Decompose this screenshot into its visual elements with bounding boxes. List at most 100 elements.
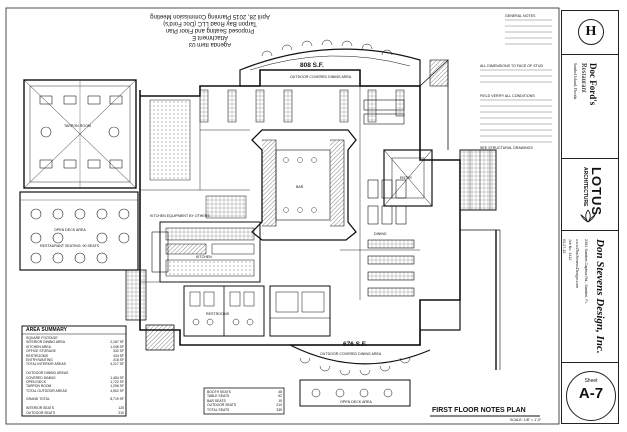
sheet-label: Sheet bbox=[584, 378, 598, 384]
outdoor-covered-dining-bottom bbox=[289, 300, 461, 407]
summary-row: TOTAL SEATS 335 bbox=[207, 408, 282, 412]
seal-cell: H bbox=[562, 11, 618, 55]
summary-label: RESTROOMS bbox=[26, 353, 48, 358]
designer-name: Don Stevens Design, Inc. bbox=[594, 239, 606, 354]
summary-label: TABLE SEATS bbox=[207, 394, 230, 399]
summary-value: 434 SF bbox=[113, 353, 124, 358]
outdoor-covered-dining-top bbox=[199, 39, 421, 123]
open-deck-label-2: OPEN DECK AREA bbox=[340, 400, 372, 404]
entry-atrium bbox=[383, 149, 433, 207]
tarpon-room-label: TARPON ROOM bbox=[64, 124, 91, 128]
summary-row: INTERIOR DINING AREA 2,187 SF bbox=[26, 340, 124, 344]
summary-value: 1,722 SF bbox=[110, 379, 124, 384]
summary-row: RESTROOMS 434 SF bbox=[26, 354, 124, 358]
sheet-number: A-7 bbox=[578, 385, 604, 402]
summary-label: GRAND TOTAL bbox=[26, 397, 50, 402]
summary-value: 8,719 SF bbox=[110, 397, 124, 402]
summary-label: COVERED DINING bbox=[26, 375, 56, 380]
summary-row: TOTAL OUTDOOR AREAS 4,502 SF bbox=[26, 389, 124, 393]
summary-value: 1,484 SF bbox=[110, 375, 124, 380]
summary-label: INTERIOR DINING AREA bbox=[26, 340, 65, 345]
area-summary-title: AREA SUMMARY bbox=[26, 327, 68, 333]
summary-value: 125 bbox=[118, 406, 124, 411]
designer-cell: Don Stevens Design, Inc. 2281 Sanibel-Ca… bbox=[562, 231, 618, 363]
project-type: Restaurant bbox=[580, 63, 588, 93]
job-number: Job No. 1412 bbox=[568, 239, 572, 261]
summary-row: TABLE SEATS 62 bbox=[207, 394, 282, 398]
summary-label: OUTDOOR SEATS bbox=[207, 403, 237, 408]
summary-value: 210 bbox=[118, 410, 124, 415]
sheet-title: FIRST FLOOR NOTES PLAN bbox=[432, 407, 526, 414]
designer-address: 2281 Sanibel-Captiva Rd., Sanibel, FL bbox=[584, 239, 588, 304]
sheet-scale: SCALE: 1/8" = 1'-0" bbox=[510, 418, 542, 422]
summary-value: 1,046 SF bbox=[110, 344, 124, 349]
title-block: H Doc Ford's Restaurant Sanibel Island, … bbox=[561, 10, 619, 424]
summary-label: TARPON ROOM bbox=[26, 384, 52, 389]
summary-row: OFFICE STORAGE 332 SF bbox=[26, 349, 124, 353]
summary-label: SQUARE FOOTAGE bbox=[26, 336, 58, 340]
dining-label: DINING bbox=[374, 232, 387, 236]
note-5: KITCHEN EQUIPMENT BY OTHERS bbox=[150, 214, 210, 218]
entry-label: ENTRY bbox=[400, 176, 413, 180]
outdoor-bottom-label: OUTDOOR COVERED DINING AREA bbox=[320, 352, 382, 356]
summary-value: 15 bbox=[278, 398, 282, 403]
firm-sub: ARCHITECTURE bbox=[582, 167, 588, 207]
summary-row: OUTDOOR SEATS 210 bbox=[26, 411, 124, 415]
left-ramp bbox=[125, 269, 175, 351]
open-deck-left bbox=[19, 191, 139, 271]
summary-value: 332 SF bbox=[113, 349, 124, 354]
restrooms bbox=[183, 285, 331, 337]
summary-value: 48 bbox=[278, 390, 282, 394]
summary-label: INTERIOR SEATS bbox=[26, 406, 55, 411]
sheet-date: 03-27-15 bbox=[562, 239, 566, 254]
summary-label: OPEN DECK bbox=[26, 379, 46, 384]
top-area-label: 808 S.F. bbox=[300, 62, 324, 69]
summary-row: OPEN DECK 1,722 SF bbox=[26, 380, 124, 384]
summary-row: TARPON ROOM 1,296 SF bbox=[26, 384, 124, 388]
bottom-area-label: 676 S.F. bbox=[343, 341, 367, 348]
center-bar bbox=[251, 129, 357, 241]
seating-note: RESTAURANT SEATING: 90 SEATS bbox=[40, 244, 100, 248]
summary-row: COVERED DINING 1,484 SF bbox=[26, 376, 124, 380]
summary-label: TOTAL SEATS bbox=[207, 407, 230, 412]
summary-row: INTERIOR SEATS 125 bbox=[26, 406, 124, 410]
firm-cell: LOTUS ARCHITECTURE bbox=[562, 159, 618, 231]
project-name: Doc Ford's bbox=[588, 63, 598, 106]
summary-value: 1,296 SF bbox=[110, 384, 124, 389]
summary-label: TOTAL OUTDOOR AREAS bbox=[26, 388, 68, 393]
firm-seal-icon: H bbox=[578, 19, 604, 45]
note-1: GENERAL NOTES bbox=[505, 14, 536, 18]
restrooms-label: RESTROOMS bbox=[206, 312, 230, 316]
summary-value: 4,502 SF bbox=[110, 388, 124, 393]
kitchen bbox=[151, 221, 261, 283]
summary-value: 335 bbox=[276, 407, 282, 412]
note-4: SEE STRUCTURAL DRAWINGS bbox=[480, 146, 533, 150]
summary-label: TOTAL INTERIOR AREAS bbox=[26, 362, 66, 367]
project-cell: Doc Ford's Restaurant Sanibel Island, Fl… bbox=[562, 55, 618, 159]
summary-row: SQUARE FOOTAGE bbox=[26, 336, 124, 340]
summary-label: OUTDOOR SEATS bbox=[26, 410, 56, 415]
summary-row: BAR SEATS 15 bbox=[207, 399, 282, 403]
note-2: ALL DIMENSIONS TO FACE OF STUD bbox=[480, 64, 544, 68]
summary-value: 2,187 SF bbox=[110, 340, 124, 345]
summary-label: OFFICE STORAGE bbox=[26, 349, 56, 354]
kitchen-label: KITCHEN bbox=[196, 255, 212, 259]
summary-value: 210 bbox=[276, 403, 282, 408]
summary-label: BAR SEATS bbox=[207, 398, 226, 403]
open-deck-label: OPEN DECK AREA bbox=[54, 228, 86, 232]
summary-value: 62 bbox=[278, 394, 282, 399]
outdoor-top-label: OUTDOOR COVERED DINING AREA bbox=[290, 75, 352, 79]
summary-row: OUTDOOR DINING AREAS bbox=[26, 371, 124, 375]
summary-value: 218 SF bbox=[113, 357, 124, 362]
summary-row: KITCHEN AREA 1,046 SF bbox=[26, 345, 124, 349]
summary-label: KITCHEN AREA bbox=[26, 344, 51, 349]
lotus-flower-icon bbox=[580, 209, 596, 223]
summary-label: OUTDOOR DINING AREAS bbox=[26, 371, 69, 376]
note-3: FIELD VERIFY ALL CONDITIONS bbox=[480, 94, 535, 98]
sheet-number-badge: Sheet A-7 bbox=[566, 371, 616, 421]
